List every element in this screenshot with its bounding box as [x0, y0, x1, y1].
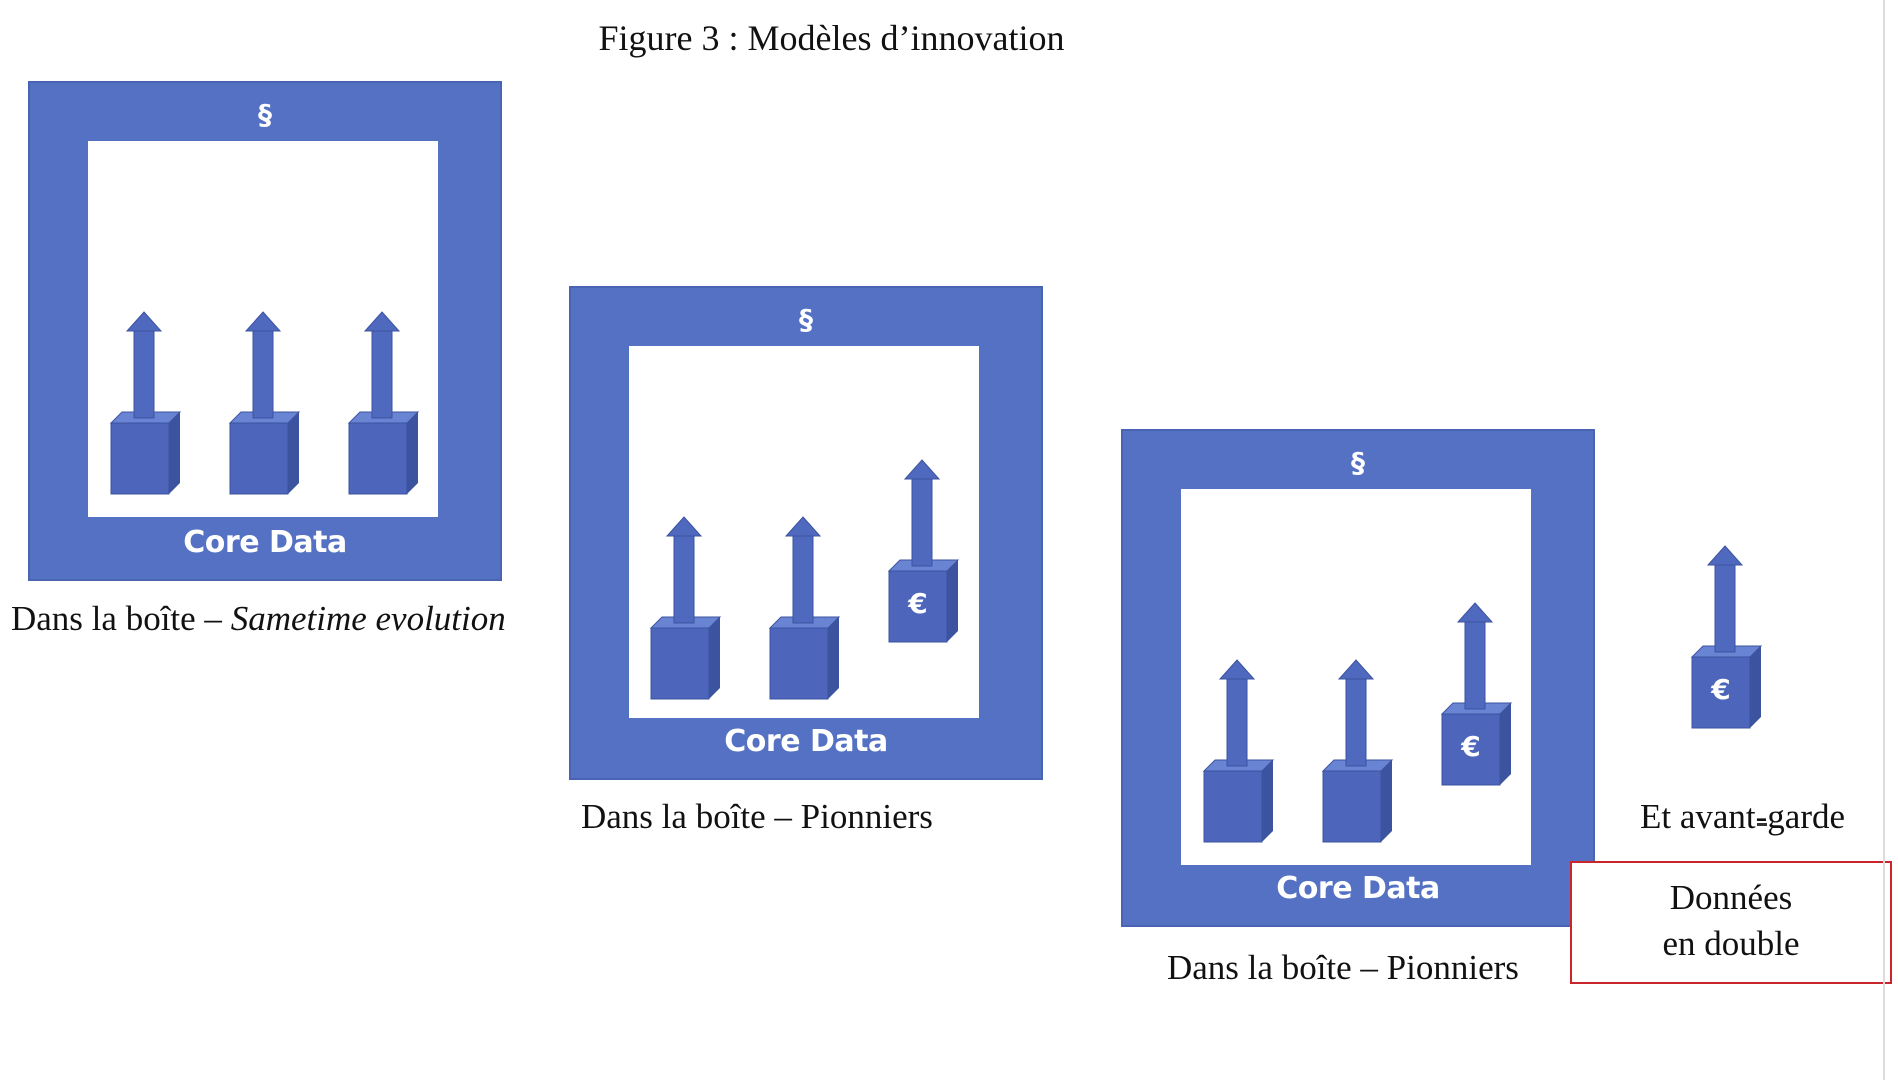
arrow-head: [1706, 545, 1744, 566]
duplicate-data-line-1: Données: [1669, 878, 1793, 917]
cube-arrow-graphic: [1440, 602, 1513, 786]
cube-arrow-1a: [109, 311, 191, 495]
cube-front: [1322, 770, 1382, 843]
cube-front: [650, 627, 710, 700]
cube-arrow-graphic: [1690, 545, 1763, 729]
cube-front: [888, 570, 948, 643]
euro-cube-arrow-2c: €: [887, 459, 969, 643]
arrow-shaft: [1464, 619, 1486, 710]
arrow-shaft: [1345, 676, 1367, 767]
paragraph-symbol-2: §: [799, 303, 813, 336]
arrow-head: [784, 516, 822, 537]
cube-arrow-graphic: [109, 311, 182, 495]
paragraph-symbol-1: §: [258, 98, 272, 131]
cube-arrow-graphic: [1202, 659, 1275, 843]
cube-front: [229, 422, 289, 495]
cube-side: [1262, 760, 1273, 842]
cube-front: [1691, 656, 1751, 729]
arrow-shaft: [792, 533, 814, 624]
paragraph-symbol-3: §: [1351, 446, 1365, 479]
arrow-head: [363, 311, 401, 332]
arrow-shaft: [252, 328, 274, 419]
core-data-label-1: Core Data: [183, 525, 347, 560]
euro-cube-arrow-outside: €: [1690, 545, 1772, 729]
arrow-shaft: [911, 476, 933, 567]
arrow-shaft: [673, 533, 695, 624]
caption-model-3: Dans la boîte – Pionniers: [1167, 946, 1519, 990]
arrow-head: [1218, 659, 1256, 680]
caption-model-1-italic: Sametime evolution: [230, 599, 506, 638]
core-data-label-2: Core Data: [724, 724, 888, 759]
cube-arrow-2a: [649, 516, 731, 700]
caption-model-3-main: Dans la boîte – Pionniers: [1167, 948, 1519, 987]
arrow-head: [665, 516, 703, 537]
cube-side: [407, 412, 418, 494]
arrow-shaft: [1226, 676, 1248, 767]
cube-side: [828, 617, 839, 699]
caption-model-1: Dans la boîte – Sametime evolution: [11, 597, 506, 641]
cube-side: [709, 617, 720, 699]
arrow-head: [1337, 659, 1375, 680]
caption-model-2-main: Dans la boîte – Pionniers: [581, 797, 933, 836]
cube-arrow-graphic: [768, 516, 841, 700]
cube-side: [169, 412, 180, 494]
cube-side: [1500, 703, 1511, 785]
cube-side: [1750, 646, 1761, 728]
cube-front: [348, 422, 408, 495]
caption-model-2: Dans la boîte – Pionniers: [581, 795, 933, 839]
euro-cube-arrow-3c: €: [1440, 602, 1522, 786]
cube-arrow-1c: [347, 311, 429, 495]
cube-front: [110, 422, 170, 495]
cube-arrow-graphic: [1321, 659, 1394, 843]
cube-side: [947, 560, 958, 642]
arrow-head: [903, 459, 941, 480]
arrow-head: [125, 311, 163, 332]
cube-arrow-1b: [228, 311, 310, 495]
euro-symbol: €: [1711, 673, 1731, 706]
page-edge-line: [1883, 0, 1885, 1080]
arrow-head: [244, 311, 282, 332]
duplicate-data-box: Données en double: [1570, 861, 1892, 984]
cube-arrow-graphic: [228, 311, 301, 495]
duplicate-data-line-2: en double: [1662, 924, 1800, 963]
cube-arrow-graphic: [649, 516, 722, 700]
stray-mark: [1757, 823, 1767, 826]
cube-front: [1441, 713, 1501, 786]
cube-side: [1381, 760, 1392, 842]
cube-front: [1203, 770, 1263, 843]
cube-arrow-2b: [768, 516, 850, 700]
cube-arrow-graphic: [347, 311, 420, 495]
caption-model-1-main: Dans la boîte –: [11, 599, 231, 638]
cube-arrow-3a: [1202, 659, 1284, 843]
arrow-shaft: [1714, 562, 1736, 653]
cube-front: [769, 627, 829, 700]
core-data-label-3: Core Data: [1276, 871, 1440, 906]
cube-side: [288, 412, 299, 494]
euro-symbol: €: [1461, 730, 1481, 763]
caption-avant-garde: Et avant-garde: [1640, 797, 1846, 836]
cube-arrow-graphic: [887, 459, 960, 643]
arrow-shaft: [371, 328, 393, 419]
figure-title: Figure 3 : Modèles d’innovation: [598, 18, 1065, 58]
arrow-head: [1456, 602, 1494, 623]
cube-arrow-3b: [1321, 659, 1403, 843]
arrow-shaft: [133, 328, 155, 419]
euro-symbol: €: [908, 587, 928, 620]
